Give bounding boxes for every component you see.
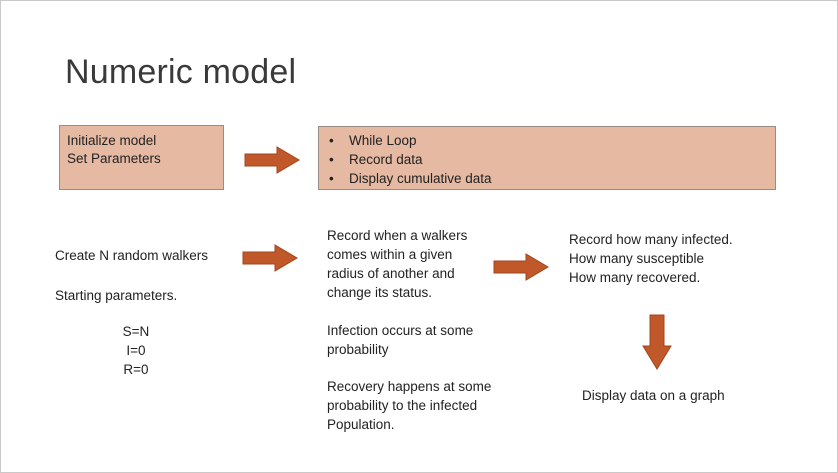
loop-item: •Display cumulative data: [329, 171, 492, 186]
create-walkers-text: Create N random walkers: [55, 248, 209, 263]
display-graph-text: Display data on a graph: [582, 388, 725, 403]
starting-parameters-text: Starting parameters.: [55, 288, 178, 303]
param-r: R=0: [123, 362, 149, 377]
set-parameters-line: Set Parameters: [67, 151, 161, 166]
loop-list: •While Loop •Record data •Display cumula…: [327, 131, 767, 188]
right-arrow-icon: [244, 146, 300, 174]
initialize-line: Initialize model: [67, 133, 157, 148]
infection-text: Infection occurs at some probability: [327, 323, 474, 357]
right-arrow-icon: [493, 253, 549, 281]
initialize-box: Initialize model Set Parameters: [59, 125, 224, 190]
recovery-text: Recovery happens at some probability to …: [327, 379, 492, 432]
loop-box: •While Loop •Record data •Display cumula…: [318, 126, 776, 190]
loop-item: •While Loop: [329, 133, 417, 148]
record-contact-text: Record when a walkers comes within a giv…: [327, 228, 468, 300]
param-i: I=0: [126, 343, 146, 358]
loop-item: •Record data: [329, 152, 423, 167]
param-s: S=N: [122, 324, 150, 339]
slide-title: Numeric model: [65, 53, 297, 91]
counts-text: Record how many infected. How many susce…: [569, 232, 733, 285]
right-arrow-icon: [242, 244, 298, 272]
down-arrow-icon: [642, 314, 672, 370]
